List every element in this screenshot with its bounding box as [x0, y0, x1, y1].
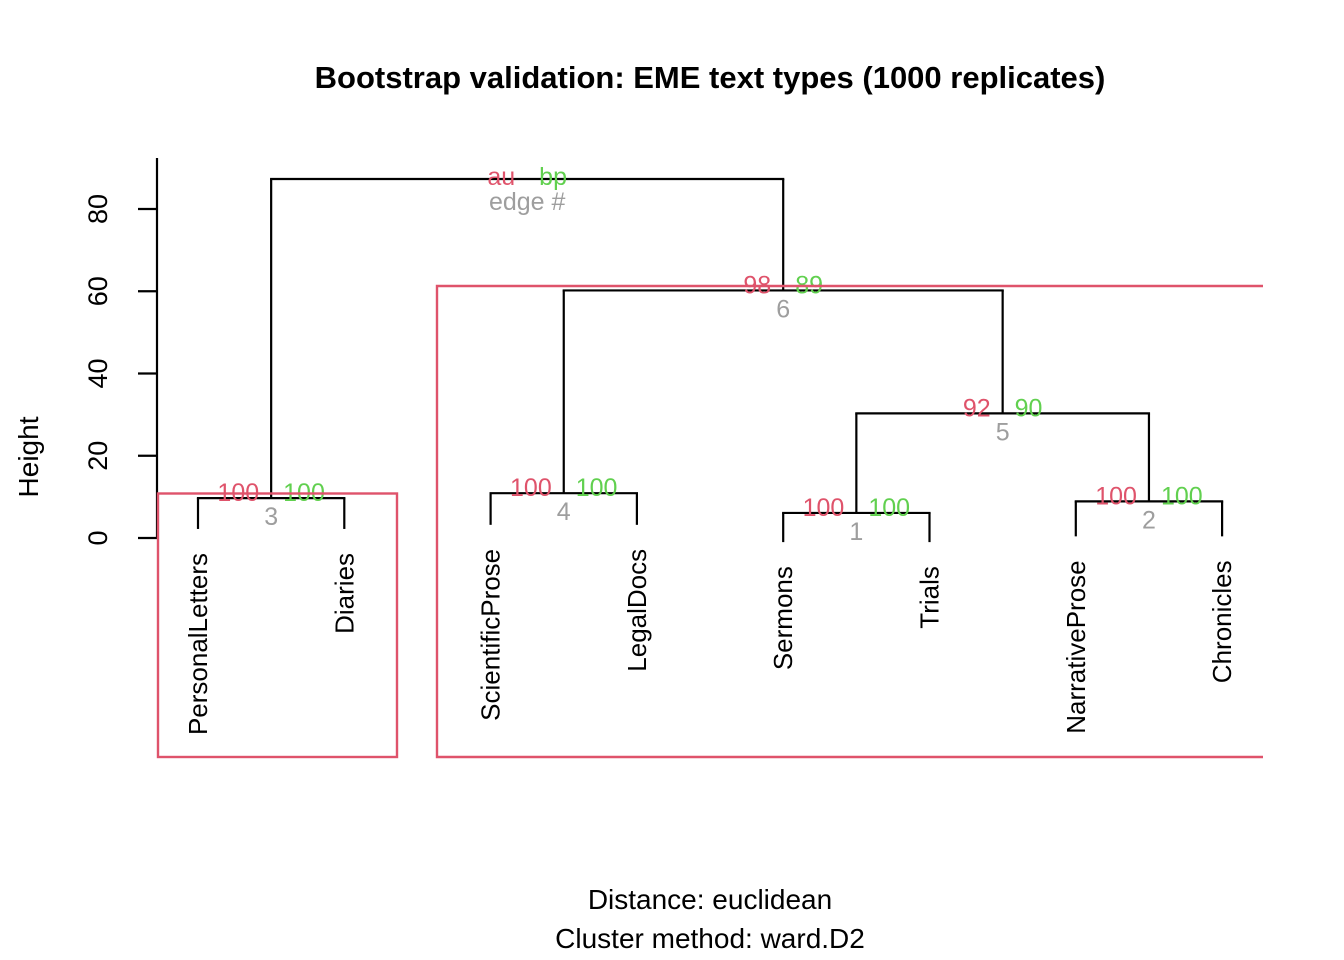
au-legend-label: au: [487, 163, 515, 191]
leaf-label: NarrativeProse: [1061, 560, 1091, 733]
y-tick-label: 60: [83, 276, 113, 306]
edge-number: 4: [557, 498, 571, 526]
edge-number: 5: [996, 418, 1010, 446]
leaf-label: Diaries: [329, 553, 359, 634]
cluster-highlight-rect: [156, 492, 399, 759]
y-tick-label: 0: [83, 530, 113, 545]
edge-number: 2: [1142, 506, 1156, 534]
caption-distance: Distance: euclidean: [587, 884, 833, 915]
bp-value: 100: [576, 474, 618, 502]
leaf-label: Trials: [915, 566, 945, 629]
leaf-label: Chronicles: [1207, 560, 1237, 683]
leaf-label: ScientificProse: [476, 549, 506, 721]
au-value: 100: [803, 494, 845, 522]
leaf-label: Sermons: [768, 566, 798, 670]
leaf-label: PersonalLetters: [183, 553, 213, 735]
y-tick-label: 40: [83, 358, 113, 388]
y-tick-label: 20: [83, 441, 113, 471]
caption-cluster-method: Cluster method: ward.D2: [555, 923, 865, 954]
bp-value: 100: [1161, 482, 1203, 510]
bp-value: 100: [868, 494, 910, 522]
y-tick-label: 80: [83, 194, 113, 224]
bp-legend-label: bp: [539, 163, 567, 191]
edge-number: 1: [849, 518, 863, 546]
au-value: 92: [963, 394, 991, 422]
cluster-highlight-rect: [435, 284, 1263, 759]
au-value: 100: [510, 474, 552, 502]
leaf-label: LegalDocs: [622, 549, 652, 672]
edge-number: 3: [264, 503, 278, 531]
au-value: 100: [1095, 482, 1137, 510]
edge-legend-label: edge #: [489, 188, 566, 216]
chart-title: Bootstrap validation: EME text types (10…: [314, 60, 1106, 95]
y-axis-label: Height: [13, 416, 44, 497]
edge-number: 6: [776, 295, 790, 323]
bp-value: 90: [1015, 394, 1043, 422]
